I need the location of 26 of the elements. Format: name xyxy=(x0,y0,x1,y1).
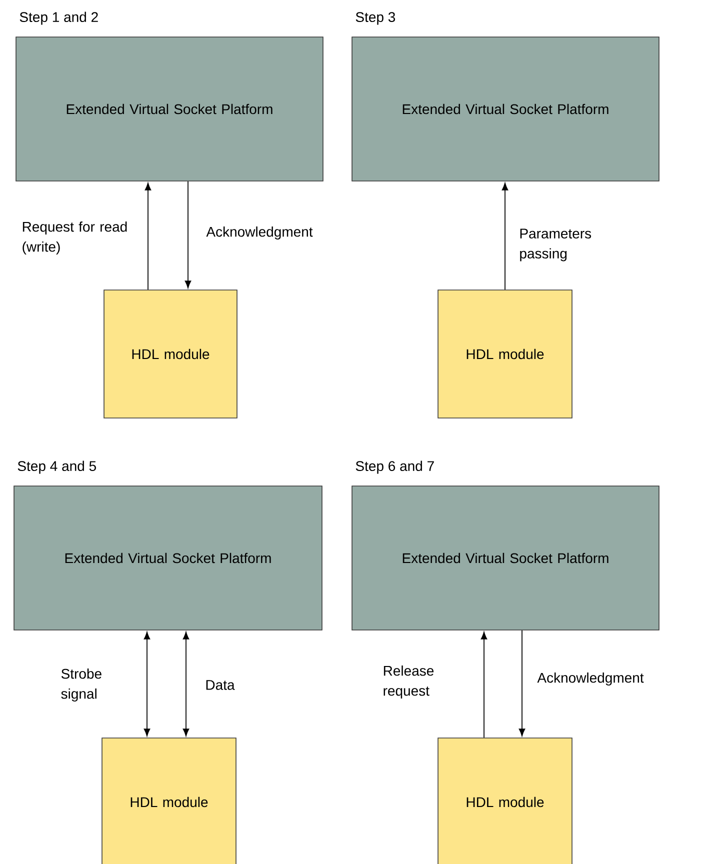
edge-label: Acknowledgment xyxy=(537,672,644,686)
step-heading: Step 3 xyxy=(356,12,396,25)
arrow xyxy=(184,180,192,288)
step-heading: Step 4 and 5 xyxy=(18,460,96,474)
module-box: HDL module xyxy=(438,738,572,864)
module-box: HDL module xyxy=(104,290,238,418)
step-heading: Step 1 and 2 xyxy=(20,12,98,25)
step-heading: Step 6 and 7 xyxy=(356,460,434,474)
edge-label: Release request xyxy=(384,665,434,699)
arrow xyxy=(144,632,150,736)
arrow xyxy=(144,182,152,290)
arrow xyxy=(182,632,190,736)
module-box: HDL module xyxy=(102,738,236,864)
platform-box: Extended Virtual Socket Platform xyxy=(352,486,660,630)
arrow xyxy=(518,630,526,736)
edge-label: Request for read (write) xyxy=(22,221,127,255)
edge-label: Acknowledgment xyxy=(206,226,313,240)
platform-box: Extended Virtual Socket Platform xyxy=(352,36,660,182)
module-box: HDL module xyxy=(438,290,572,418)
platform-box: Extended Virtual Socket Platform xyxy=(16,36,324,182)
platform-box: Extended Virtual Socket Platform xyxy=(14,486,322,630)
edge-label: Strobe signal xyxy=(61,668,102,702)
arrow xyxy=(502,182,508,290)
edge-label: Parameters passing xyxy=(520,228,592,262)
arrow xyxy=(480,632,488,738)
edge-label: Data xyxy=(206,680,235,690)
